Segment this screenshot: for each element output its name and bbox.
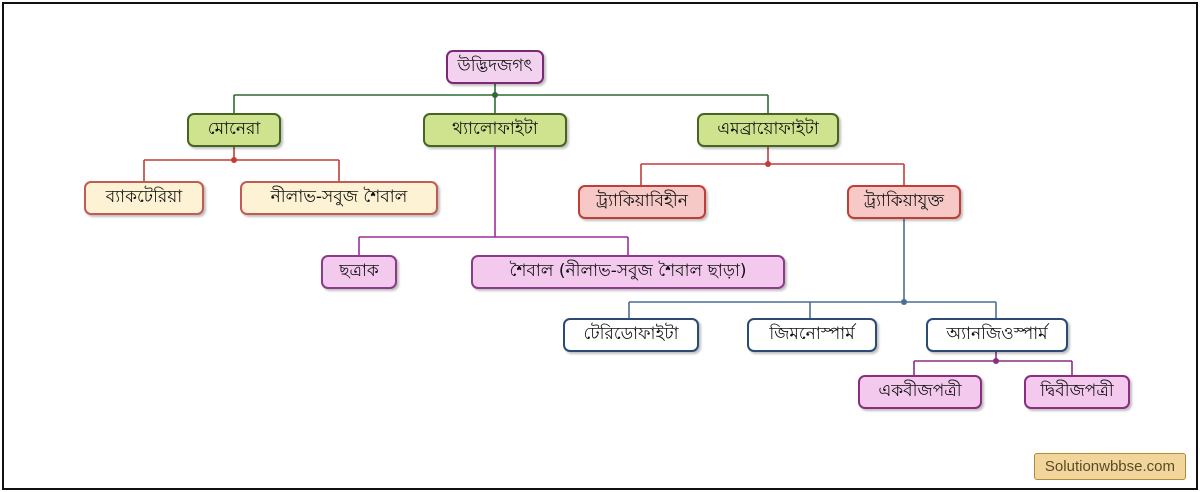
site-watermark: Solutionwbbse.com: [1033, 453, 1186, 480]
node-embryophyta: এমব্রায়োফাইটা: [697, 113, 839, 147]
root-connectors: [233, 84, 769, 113]
node-plant-kingdom: উদ্ভিদজগৎ: [446, 50, 544, 84]
connector-lines: [143, 84, 1073, 375]
monera-connectors: [143, 147, 340, 181]
dot-embryophyta: [765, 161, 771, 167]
node-algae: শৈবাল (নীলাভ-সবুজ শৈবাল ছাড়া): [471, 255, 785, 289]
node-thallophyta: থ্যালোফাইটা: [423, 113, 567, 147]
dot-root: [492, 92, 498, 98]
junction-dots: [231, 92, 999, 364]
node-pteridophyta: টেরিডোফাইটা: [563, 318, 699, 352]
node-fungi: ছত্রাক: [321, 255, 397, 289]
node-monocot: একবীজপত্রী: [858, 375, 982, 409]
node-bacteria: ব্যাকটেরিয়া: [84, 181, 204, 215]
dot-angiosperm: [993, 358, 999, 364]
thallophyta-connectors: [358, 147, 629, 255]
dot-monera: [231, 157, 237, 163]
node-blue-green-algae: নীলাভ-সবুজ শৈবাল: [240, 181, 438, 215]
node-non-tracheophyta: ট্র্যাকিয়াবিহীন: [578, 185, 706, 219]
node-tracheophyta: ট্র্যাকিয়াযুক্ত: [847, 185, 961, 219]
node-gymnosperm: জিমনোস্পার্ম: [747, 318, 877, 352]
angiosperm-connectors: [913, 352, 1073, 375]
node-dicot: দ্বিবীজপত্রী: [1024, 375, 1130, 409]
embryophyta-connectors: [640, 147, 905, 185]
node-monera: মোনেরা: [187, 113, 281, 147]
dot-tracheophyta: [901, 299, 907, 305]
node-angiosperm: অ্যানজিওস্পার্ম: [926, 318, 1068, 352]
tracheophyta-connectors: [628, 219, 997, 318]
